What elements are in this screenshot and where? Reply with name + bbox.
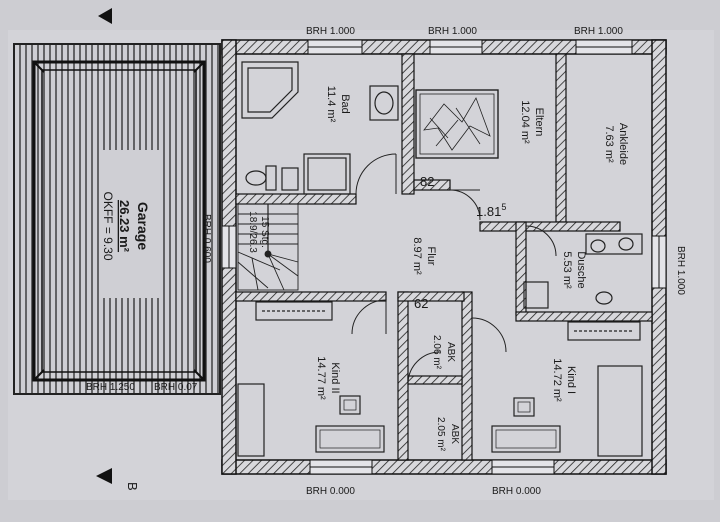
dim-181-sup: 5 <box>501 202 506 212</box>
room-bad-area: 11.4 m² <box>325 86 337 123</box>
brh-labels: BRH 1.000 BRH 1.000 BRH 1.000 BRH 1.000 … <box>86 26 686 497</box>
dim-181: 1.815 <box>476 202 506 219</box>
dim-62: 62 <box>414 296 428 311</box>
section-arrow-top <box>98 8 112 24</box>
house-walls <box>221 39 667 475</box>
brh-bottom-right: BRH 0.000 <box>492 486 541 497</box>
section-marker: B <box>96 8 140 491</box>
room-dusche-name: Dusche <box>575 251 587 288</box>
stairs-steps: 15 Stg. <box>259 216 270 248</box>
section-arrow-bottom <box>96 468 112 484</box>
room-flur-area: 8.97 m² <box>411 237 423 275</box>
brh-garage-right: BRH 0.600 <box>201 214 212 263</box>
room-flur-name: Flur <box>425 247 437 266</box>
furniture <box>237 61 643 457</box>
doors <box>351 153 557 385</box>
dim-82: 82 <box>420 174 434 189</box>
room-ankleide-name: Ankleide <box>617 123 629 165</box>
brh-top-left: BRH 1.000 <box>306 26 355 37</box>
room-kind1-name: Kind I <box>565 366 577 394</box>
room-dusche-area: 5.53 m² <box>561 251 573 289</box>
section-label: B <box>125 482 140 491</box>
room-kind1-area: 14.72 m² <box>551 358 563 402</box>
room-kind2-area: 14.77 m² <box>315 356 327 400</box>
stairs-ratio: 18.9/26.3 <box>247 211 258 253</box>
room-labels: Bad 11.4 m² Eltern 12.04 m² Ankleide 7.6… <box>247 86 629 452</box>
garage-area: 26.23 m² <box>117 200 132 253</box>
dim-181-main: 1.81 <box>476 204 501 219</box>
brh-bottom-left: BRH 0.000 <box>306 486 355 497</box>
dimensions: 82 62 1.815 <box>414 174 506 311</box>
brh-garage-bottom-a: BRH 1.250 <box>86 382 135 393</box>
room-ankleide-area: 7.63 m² <box>603 125 615 163</box>
garage-okff: OKFF = 9.30 <box>101 191 115 260</box>
room-abk2-area: 2.05 m² <box>435 417 446 452</box>
brh-garage-bottom-b: BRH 0.07 <box>154 382 198 393</box>
garage-name: Garage <box>135 202 151 250</box>
room-bad-name: Bad <box>339 94 351 114</box>
brh-top-mid: BRH 1.000 <box>428 26 477 37</box>
room-eltern-name: Eltern <box>533 108 545 137</box>
brh-right: BRH 1.000 <box>675 246 686 295</box>
brh-top-right: BRH 1.000 <box>574 26 623 37</box>
room-abk1-name: ABK <box>445 342 456 362</box>
stairs <box>237 203 299 291</box>
room-abk2-name: ABK <box>449 424 460 444</box>
garage: Garage 26.23 m² OKFF = 9.30 <box>13 43 221 395</box>
room-kind2-name: Kind II <box>329 362 341 393</box>
room-eltern-area: 12.04 m² <box>519 100 531 144</box>
room-abk1-area: 2.06 m² <box>431 335 442 370</box>
